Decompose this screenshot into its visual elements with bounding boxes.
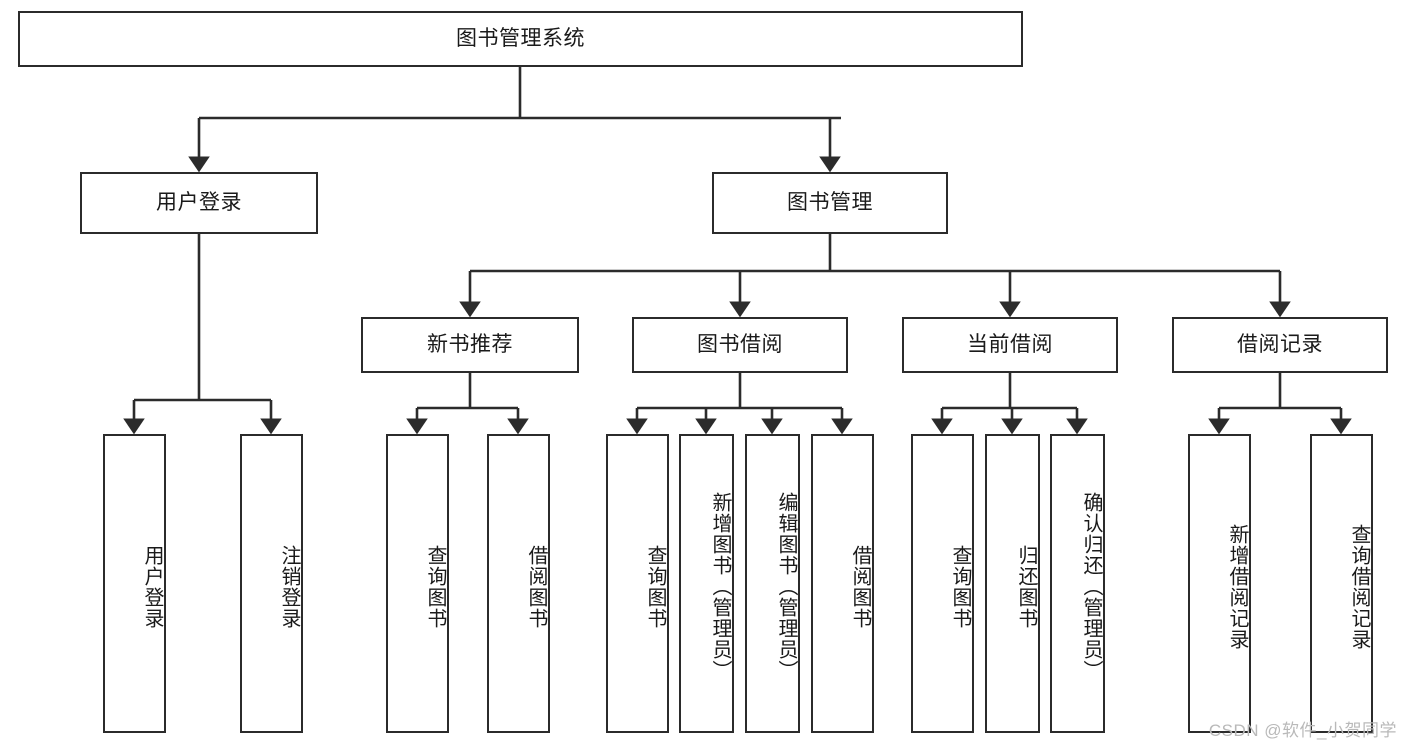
leaf-node[interactable]: 注销登录 xyxy=(240,434,303,733)
node-book-borrow-label: 图书借阅 xyxy=(697,333,783,357)
node-book-borrow[interactable]: 图书借阅 xyxy=(632,317,848,373)
leaf-node-label: 借阅图书 xyxy=(849,544,871,629)
leaf-node-label: 查询借阅记录 xyxy=(1348,523,1370,650)
node-book-management-label: 图书管理 xyxy=(787,191,873,215)
leaf-node-label: 用户登录 xyxy=(141,544,163,629)
leaf-node[interactable]: 新增图书（管理员） xyxy=(679,434,734,733)
leaf-node[interactable]: 借阅图书 xyxy=(811,434,874,733)
node-current-borrow-label: 当前借阅 xyxy=(967,333,1053,357)
leaf-node[interactable]: 查询借阅记录 xyxy=(1310,434,1373,733)
node-new-book-recommend-label: 新书推荐 xyxy=(427,333,513,357)
node-book-management[interactable]: 图书管理 xyxy=(712,172,948,234)
leaf-node[interactable]: 新增借阅记录 xyxy=(1188,434,1251,733)
leaf-node[interactable]: 借阅图书 xyxy=(487,434,550,733)
leaf-node[interactable]: 查询图书 xyxy=(386,434,449,733)
leaf-node[interactable]: 确认归还（管理员） xyxy=(1050,434,1105,733)
node-new-book-recommend[interactable]: 新书推荐 xyxy=(361,317,579,373)
leaf-node[interactable]: 用户登录 xyxy=(103,434,166,733)
node-current-borrow[interactable]: 当前借阅 xyxy=(902,317,1118,373)
leaf-node-label: 借阅图书 xyxy=(525,544,547,629)
leaf-node-label: 查询图书 xyxy=(424,544,446,629)
node-root-label: 图书管理系统 xyxy=(456,27,585,51)
node-root[interactable]: 图书管理系统 xyxy=(18,11,1023,67)
leaf-node-label: 新增借阅记录 xyxy=(1226,523,1248,650)
node-borrow-record-label: 借阅记录 xyxy=(1237,333,1323,357)
node-borrow-record[interactable]: 借阅记录 xyxy=(1172,317,1388,373)
node-user-login-label: 用户登录 xyxy=(156,191,242,215)
leaf-node-label: 新增图书（管理员） xyxy=(709,492,731,681)
leaf-node-label: 注销登录 xyxy=(278,544,300,629)
leaf-node-label: 编辑图书（管理员） xyxy=(775,492,797,681)
node-user-login[interactable]: 用户登录 xyxy=(80,172,318,234)
leaf-node-label: 归还图书 xyxy=(1015,544,1037,629)
leaf-node-label: 确认归还（管理员） xyxy=(1080,492,1102,681)
leaf-node-label: 查询图书 xyxy=(644,544,666,629)
leaf-node[interactable]: 归还图书 xyxy=(985,434,1040,733)
leaf-node[interactable]: 查询图书 xyxy=(911,434,974,733)
leaf-node-label: 查询图书 xyxy=(949,544,971,629)
leaf-node[interactable]: 编辑图书（管理员） xyxy=(745,434,800,733)
leaf-node[interactable]: 查询图书 xyxy=(606,434,669,733)
